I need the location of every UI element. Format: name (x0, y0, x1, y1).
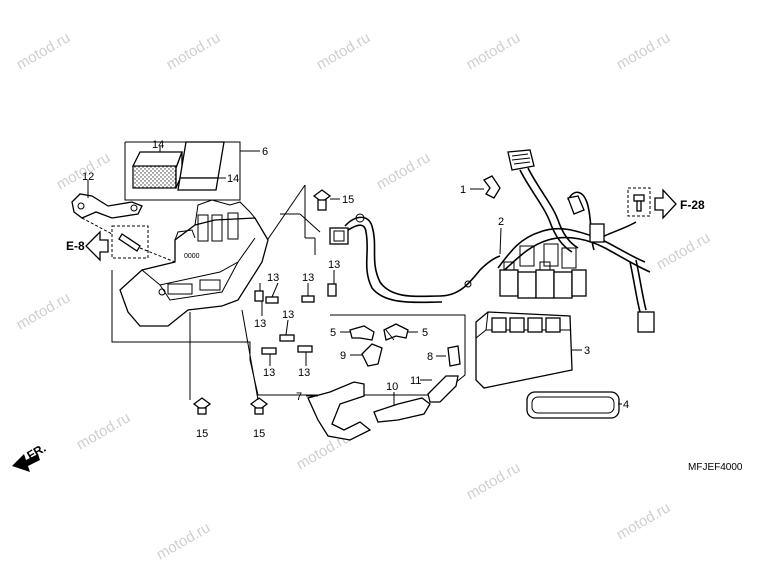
watermark-layer: motod.ru motod.ru motod.ru motod.ru moto… (14, 29, 714, 563)
callout-15c: 15 (253, 428, 265, 440)
callout-13c: 13 (328, 259, 340, 271)
foam-pad-right[interactable] (177, 141, 225, 191)
callout-13g: 13 (298, 367, 310, 379)
callout-5a: 5 (330, 327, 336, 339)
callout-1: 1 (460, 184, 466, 196)
ref-arrow-e8[interactable]: E-8 (66, 230, 109, 262)
callout-13b: 13 (302, 272, 314, 284)
callout-14b: 14 (227, 173, 239, 185)
diagram-code: MFJEF4000 (688, 462, 743, 473)
ref-f28-label: F-28 (680, 198, 705, 212)
callout-15a: 15 (342, 194, 354, 206)
bolt-bottom-mid[interactable] (249, 397, 269, 415)
mounting-bracket[interactable] (71, 193, 143, 219)
foam-pad-left[interactable] (131, 151, 183, 189)
callout-3: 3 (584, 345, 590, 357)
main-group-outline (111, 270, 466, 396)
clip-11[interactable] (427, 375, 459, 403)
leader-lines (159, 150, 622, 406)
clip-5-left[interactable] (349, 325, 375, 341)
watermark: motod.ru (74, 409, 134, 453)
small-clip-13[interactable] (327, 283, 337, 297)
callout-13f: 13 (263, 367, 275, 379)
small-clip-13[interactable] (265, 296, 279, 304)
ref-arrow-f28[interactable]: F-28 (627, 187, 705, 220)
small-clip-13[interactable] (254, 290, 264, 302)
callout-2: 2 (498, 216, 504, 228)
clip-5-right[interactable] (383, 323, 409, 341)
sub-harness[interactable] (329, 213, 501, 304)
small-clip-13[interactable] (261, 347, 277, 355)
callout-6: 6 (262, 146, 268, 158)
clip-9[interactable] (361, 343, 383, 367)
small-clip-13[interactable] (297, 345, 313, 353)
ref-e8-label: E-8 (66, 239, 85, 253)
clip-8[interactable] (447, 345, 461, 367)
watermark: motod.ru (614, 29, 674, 73)
small-bolt-f28[interactable] (633, 194, 645, 212)
small-clip-13[interactable] (301, 295, 315, 303)
bolt-bottom-left[interactable] (192, 397, 212, 415)
callout-14a: 14 (152, 139, 164, 151)
bolt-dashed-ref (81, 217, 176, 263)
small-clip-13[interactable] (279, 334, 295, 342)
callout-10: 10 (386, 381, 398, 393)
callout-9: 9 (340, 350, 346, 362)
watermark: motod.ru (154, 519, 214, 563)
watermark: motod.ru (654, 229, 714, 273)
callout-4: 4 (623, 399, 629, 411)
main-wire-harness[interactable] (497, 149, 655, 333)
control-unit[interactable] (475, 311, 573, 389)
callout-labels: 1 2 3 4 5 5 6 7 8 9 10 11 12 13 13 13 13… (82, 139, 629, 440)
callout-15b: 15 (196, 428, 208, 440)
watermark: motod.ru (14, 289, 74, 333)
harness-clip[interactable] (483, 175, 501, 199)
callout-13e: 13 (282, 309, 294, 321)
callout-8: 8 (427, 351, 433, 363)
callout-13d: 13 (254, 318, 266, 330)
watermark: motod.ru (464, 29, 524, 73)
wire-guide-10[interactable] (373, 397, 431, 423)
relay-box-housing[interactable]: 0000 (119, 199, 269, 327)
watermark: motod.ru (464, 459, 524, 503)
watermark: motod.ru (614, 499, 674, 543)
wire-guide-7[interactable] (307, 381, 372, 441)
watermark: motod.ru (374, 149, 434, 193)
bolt-top[interactable] (312, 189, 332, 211)
callout-11: 11 (410, 375, 421, 387)
callout-5b: 5 (422, 327, 428, 339)
seal-ring[interactable] (526, 391, 620, 419)
callout-13a: 13 (267, 272, 279, 284)
watermark: motod.ru (14, 29, 74, 73)
front-direction-arrow: FR. (12, 441, 48, 472)
watermark: motod.ru (164, 29, 224, 73)
callout-7: 7 (296, 391, 302, 403)
callout-12: 12 (82, 171, 94, 183)
svg-text:0000: 0000 (184, 253, 200, 260)
watermark: motod.ru (314, 29, 374, 73)
